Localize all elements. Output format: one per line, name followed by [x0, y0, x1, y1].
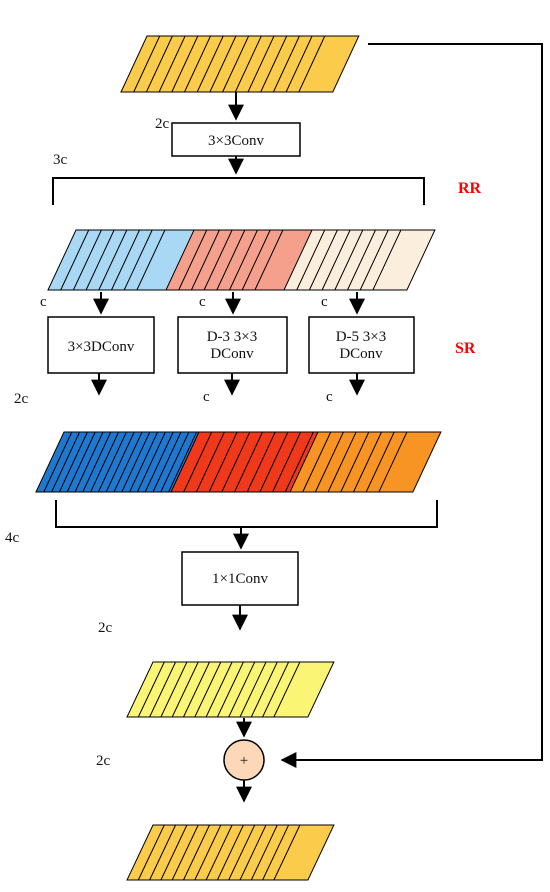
rr-split-bracket [52, 177, 425, 205]
concat-channel-label: 4c [5, 530, 20, 546]
dconv-box [47, 316, 155, 374]
rr-channel-label: 3c [53, 152, 68, 168]
yellow-channel-label: 2c [98, 620, 113, 636]
blue-dark-channel-label: 2c [14, 391, 29, 407]
conv1-box [181, 551, 299, 606]
d5-dconv-box [308, 316, 415, 374]
cream-stack-map [372, 229, 436, 291]
d5-dconv-label-line1: D-5 3×3 [336, 329, 387, 345]
salmon-light-channel-label: c [199, 294, 206, 310]
conv3-box [171, 122, 301, 157]
conv3-channel-label: 2c [155, 116, 170, 132]
orange-stack [289, 431, 442, 493]
conv1-label: 1×1Conv [212, 571, 268, 587]
blue-light-channel-label: c [40, 294, 47, 310]
red-dark-channel-label: c [203, 389, 210, 405]
output-stack [126, 824, 335, 881]
output-stack-map [273, 824, 335, 881]
d3-dconv-label-line1: D-3 3×3 [207, 329, 258, 345]
skip-connection-line [280, 43, 543, 768]
cream-stack [283, 229, 436, 291]
yellow-stack-map [273, 661, 335, 718]
add-channel-label: 2c [96, 753, 111, 769]
input-stack-map [298, 35, 360, 93]
add-symbol: + [240, 753, 248, 769]
d3-dconv-label-line2: DConv [210, 346, 254, 362]
rr-tag: RR [458, 180, 482, 197]
orange-dark-channel-label: c [326, 389, 333, 405]
light-blue-stack [47, 229, 200, 291]
yellow-stack [126, 661, 335, 718]
conv3-label: 3×3Conv [208, 133, 264, 149]
dconv-label: 3×3DConv [68, 339, 135, 355]
d3-dconv-box [177, 316, 288, 374]
cream-light-channel-label: c [321, 294, 328, 310]
orange-stack-map [378, 431, 442, 493]
d5-dconv-label-line2: DConv [339, 346, 383, 362]
salmon-stack [165, 229, 318, 291]
input-stack [120, 35, 360, 93]
sr-tag: SR [455, 340, 476, 357]
concat-bracket [55, 500, 438, 528]
